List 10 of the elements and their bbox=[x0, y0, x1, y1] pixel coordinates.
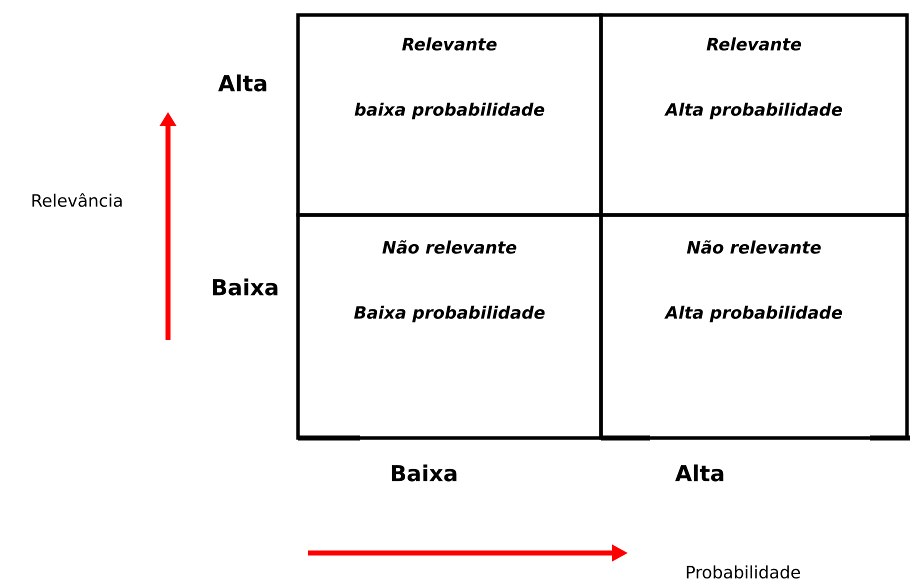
axis-label: Alta bbox=[218, 74, 266, 92]
axis-label: Baixa bbox=[392, 464, 456, 482]
matrix-cell: Não relevante Alta probabilidade bbox=[599, 213, 909, 440]
axis-label: Baixa bbox=[212, 278, 278, 296]
matrix-cell: Relevante baixa probabilidade bbox=[296, 13, 603, 217]
axis-title: Relevância bbox=[32, 193, 122, 207]
axis-label: Alta bbox=[675, 464, 724, 482]
matrix-cell: Não relevante Baixa probabilidade bbox=[296, 213, 603, 440]
matrix-cell: Relevante Alta probabilidade bbox=[599, 13, 909, 217]
axis-title: Probabilidade bbox=[686, 565, 800, 579]
